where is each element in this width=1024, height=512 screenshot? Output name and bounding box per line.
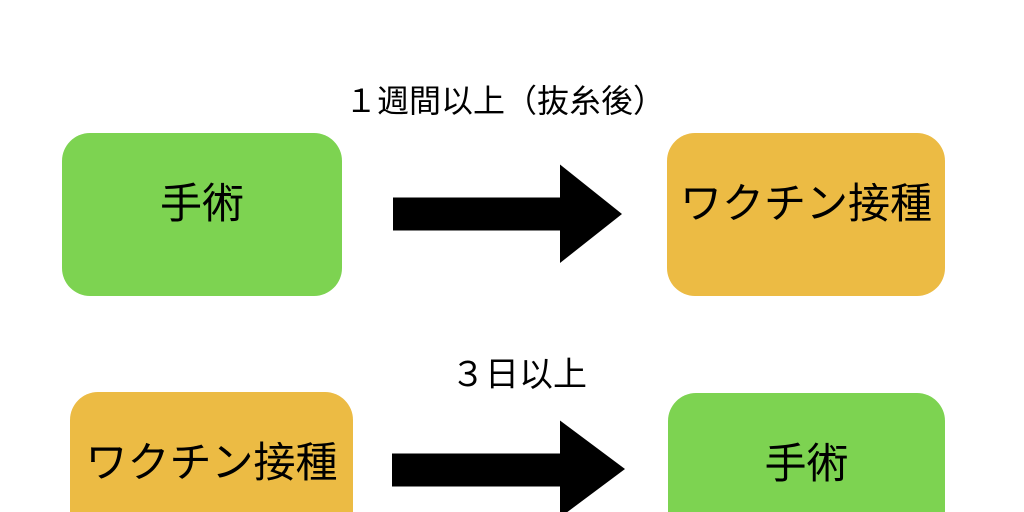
node-vaccine-bottom-left: ワクチン接種 [70, 392, 353, 512]
arrow-label-bottom: ３日以上 [451, 356, 587, 394]
arrow-right-icon-bottom [392, 420, 625, 512]
node-label: 手術 [159, 179, 244, 227]
node-label: 手術 [764, 440, 849, 487]
node-surgery-top-left: 手術 [62, 133, 342, 296]
node-label: ワクチン接種 [679, 179, 932, 227]
arrow-right-icon-top [393, 164, 622, 263]
node-surgery-bottom-right: 手術 [668, 393, 945, 512]
node-vaccine-top-right: ワクチン接種 [667, 133, 945, 296]
node-label: ワクチン接種 [85, 439, 338, 486]
arrow-label-top: １週間以上（抜糸後） [344, 83, 666, 119]
